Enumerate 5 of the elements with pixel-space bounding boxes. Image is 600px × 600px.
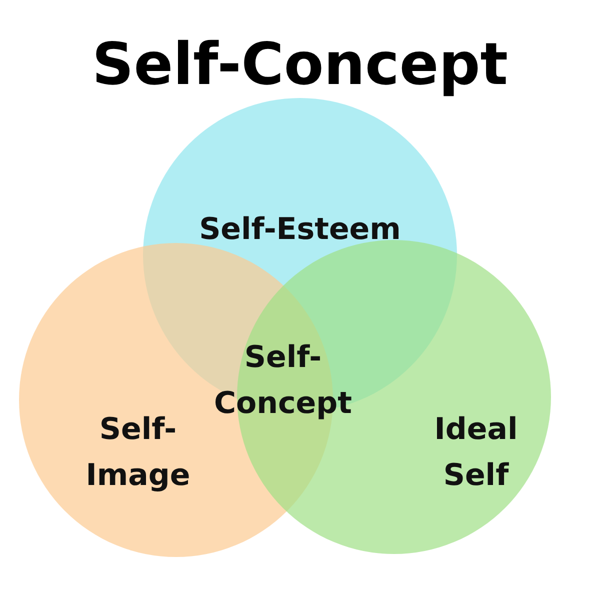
- circle-label: Self-Esteem: [198, 211, 402, 249]
- title: Self-Concept: [91, 30, 509, 98]
- circle-label: Ideal Self: [433, 411, 519, 495]
- overlap-label: Self- Concept: [213, 339, 353, 423]
- circle-label: Self- Image: [84, 411, 192, 495]
